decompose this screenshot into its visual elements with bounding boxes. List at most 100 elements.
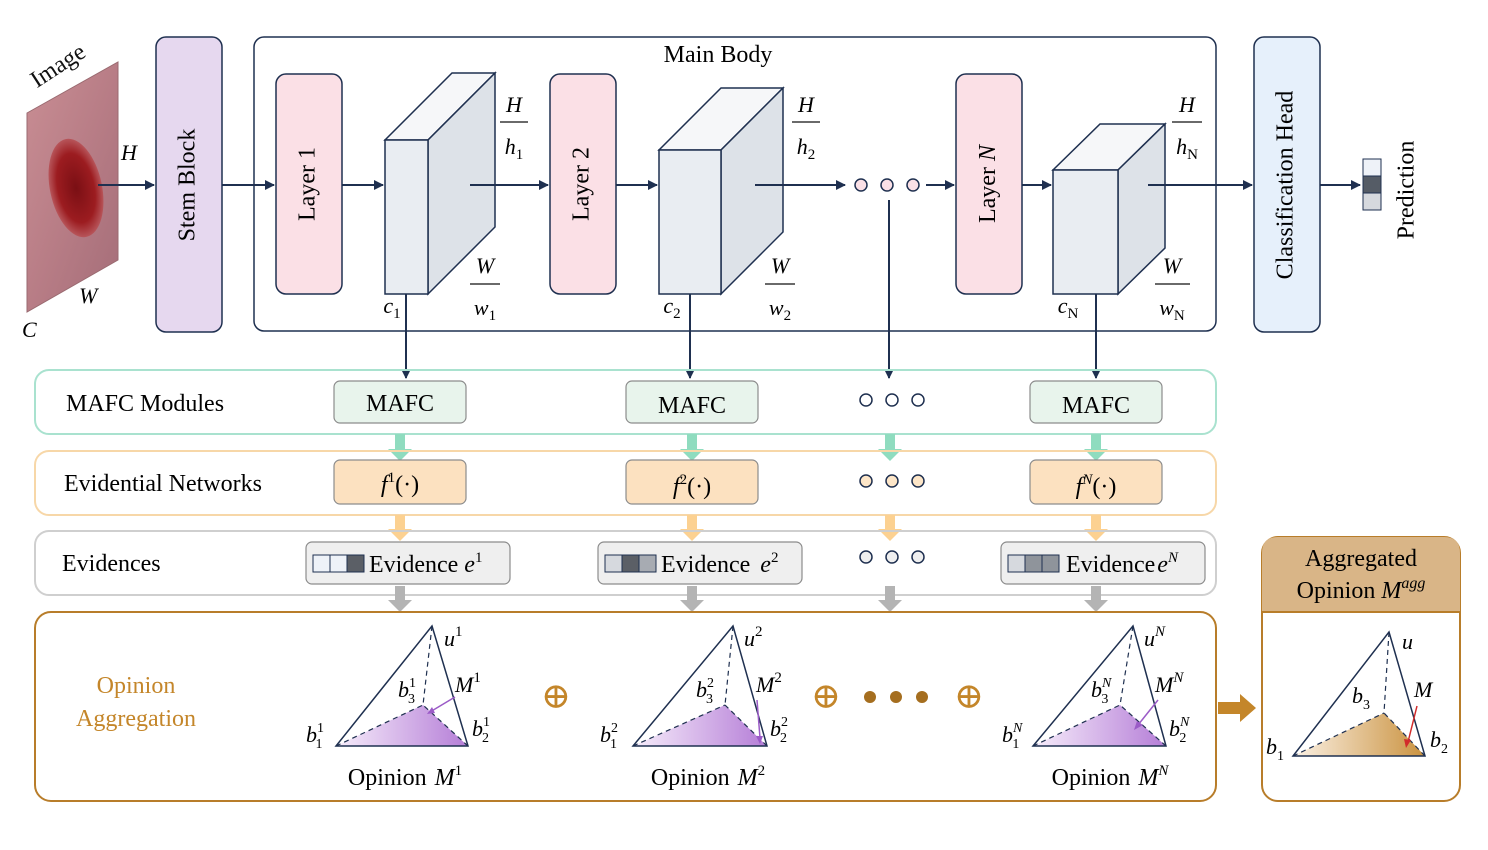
- cube-n-c: cN: [1058, 293, 1079, 322]
- cube-1-w-num: W: [476, 253, 496, 278]
- aggregated-simplex-labels: u b3 M b2 b1: [1266, 629, 1448, 764]
- cube-n-w-den: wN: [1159, 295, 1185, 324]
- aggregated-opinion-title-1: Aggregated: [1305, 546, 1417, 572]
- main-flow-arrows: [98, 180, 1361, 379]
- simplex-n-m: MN: [1154, 670, 1184, 697]
- simplex-n-u: uN: [1144, 624, 1166, 651]
- evidential-net-ellipsis: [859, 474, 925, 488]
- cube-n-h-den: hN: [1176, 134, 1198, 163]
- mafc-row-title: MAFC Modules: [66, 391, 224, 417]
- input-dim-c: C: [22, 317, 37, 342]
- evidential-net-2-label: f2(·): [673, 472, 711, 500]
- prediction-vector: [1362, 158, 1382, 211]
- cube-1-h-den: h1: [505, 134, 524, 163]
- aggregated-m: M: [1413, 677, 1434, 702]
- cube-2-dims: H h2 W w2 c2: [663, 92, 820, 324]
- layer-2-label: Layer 2: [569, 147, 595, 221]
- mafc-module-1-label: MAFC: [366, 391, 434, 417]
- main-body-label: Main Body: [664, 42, 773, 68]
- cube-1-h-num: H: [505, 92, 523, 117]
- mafc-row: [34, 369, 1217, 435]
- cube-1-w-den: w1: [474, 295, 496, 324]
- evidential-networks-title: Evidential Networks: [64, 471, 262, 497]
- cube-2-w-num: W: [771, 253, 791, 278]
- input-dim-h: H: [120, 140, 138, 165]
- evidences-row: [34, 530, 1217, 596]
- mafc-module-2: MAFC: [625, 380, 759, 424]
- opinion-aggregation-title-1: Opinion: [97, 673, 176, 699]
- oplus-operator-2: ⊕: [811, 676, 841, 716]
- input-image: [26, 61, 119, 313]
- oplus-operator-3: ⊕: [954, 676, 984, 716]
- cube-n-dims: H hN W wN cN: [1058, 92, 1202, 324]
- evidential-networks-row: [34, 450, 1217, 516]
- feature-cube-n: [1051, 122, 1167, 296]
- evidences-title: Evidences: [62, 551, 161, 577]
- prediction-label: Prediction: [1394, 141, 1420, 240]
- oplus-operator-1: ⊕: [541, 676, 571, 716]
- gray-arrows: [388, 586, 1108, 612]
- layer-1-label: Layer 1: [295, 147, 321, 221]
- cube-n-w-num: W: [1163, 253, 1183, 278]
- input-dim-w: W: [79, 283, 99, 308]
- opinion-aggregation-row: [34, 611, 1217, 802]
- stem-block-label: Stem Block: [175, 129, 201, 242]
- evidential-net-1-label: f1(·): [381, 470, 419, 498]
- mafc-module-n-label: MAFC: [1062, 393, 1130, 419]
- simplex-1-u: u1: [444, 624, 463, 651]
- layer-n-label: Layer N: [975, 143, 1001, 223]
- evidential-net-1: f1(·): [333, 459, 467, 505]
- cube-2-w-den: w2: [769, 295, 791, 324]
- evidential-net-n: fN(·): [1029, 459, 1163, 505]
- cube-2-h-num: H: [797, 92, 815, 117]
- opinion-ellipsis: [864, 691, 928, 703]
- mafc-module-2-label: MAFC: [658, 393, 726, 419]
- aggregated-b2: b2: [1430, 727, 1448, 757]
- mafc-module-1: MAFC: [333, 380, 467, 424]
- feature-cube-2: [657, 86, 785, 296]
- feature-cube-1: [383, 71, 497, 296]
- evidences-ellipsis: [859, 550, 925, 564]
- opinion-simplex-n: [1031, 624, 1167, 747]
- mafc-module-n: MAFC: [1029, 380, 1163, 424]
- classification-head-label: Classification Head: [1273, 91, 1299, 280]
- evidential-net-2: f2(·): [625, 459, 759, 505]
- cube-1-dims: H h1 W w1 c1: [383, 92, 528, 324]
- aggregation-arrow: [1218, 694, 1256, 722]
- cube-2-h-den: h2: [797, 134, 816, 163]
- mafc-ellipsis: [859, 393, 925, 407]
- teal-arrows: [388, 434, 1108, 461]
- aggregated-opinion-panel: [1261, 536, 1461, 802]
- evidential-net-n-label: fN(·): [1076, 472, 1117, 500]
- evidence-n: EvidenceeN: [1000, 541, 1206, 585]
- aggregated-b1: b1: [1266, 734, 1284, 764]
- simplex-1-m: M1: [454, 670, 481, 697]
- simplex-2-m: M2: [755, 670, 782, 697]
- cube-1-c: c1: [383, 293, 400, 322]
- opinion-simplex-1: [334, 624, 470, 747]
- evidence-n-label: EvidenceeN: [1066, 550, 1179, 578]
- aggregated-simplex: [1291, 630, 1426, 757]
- cube-n-h-num: H: [1178, 92, 1196, 117]
- orange-arrows: [388, 515, 1108, 541]
- cube-2-c: c2: [663, 293, 680, 322]
